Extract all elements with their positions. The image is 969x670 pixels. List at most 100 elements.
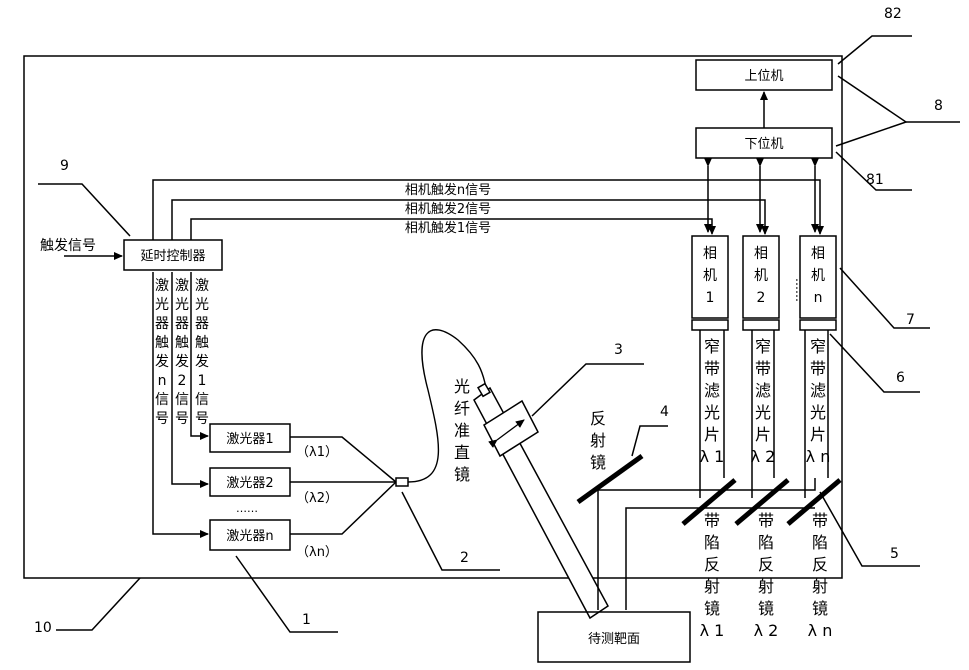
notch-2-text-lambda: λ 2: [754, 621, 779, 640]
laser-trigger-1-text-char: 发: [195, 354, 209, 370]
camera-dots: ……: [793, 278, 807, 302]
notch-1-text-char: 反: [704, 555, 720, 574]
reflector-mirror: [578, 456, 642, 502]
leader-7: [840, 268, 930, 328]
camera-1-text-char: 相: [703, 246, 717, 262]
ref-3: 3: [614, 342, 623, 358]
filter-n-text-char: 窄: [810, 337, 826, 356]
camera-trigger-n-label: 相机触发n信号: [405, 182, 491, 198]
laser-trigger-n-text-char: 号: [155, 411, 169, 427]
notch-n-text-char: 反: [812, 555, 828, 574]
filter-mount-n: [800, 320, 836, 330]
laser-trigger-1-text-char: 触: [195, 335, 209, 351]
collimator-text-char: 光: [454, 377, 470, 396]
filter-1-text-char: 窄: [704, 337, 720, 356]
ref-9: 9: [60, 158, 69, 174]
collimator-text-char: 直: [454, 443, 470, 462]
collimator-text-char: 准: [454, 421, 470, 440]
leader-2: [402, 492, 500, 570]
filter-1-text-char: 带: [704, 359, 720, 378]
wavelength-2-label: （λ2）: [296, 491, 338, 506]
wavelength-1-label: （λ1）: [296, 445, 338, 460]
camera-2-text-char: 相: [754, 246, 768, 262]
notch-2-text-char: 带: [758, 511, 774, 530]
notch-n-text-char: 镜: [812, 599, 828, 618]
laser-trigger-n-text-char: 光: [155, 297, 169, 313]
ref-6: 6: [896, 370, 905, 386]
filter-1-text-char: 滤: [704, 381, 720, 400]
filter-2-text-char: 片: [755, 425, 771, 444]
filter-2-text-lambda: λ 2: [751, 447, 776, 466]
notch-2-text-char: 镜: [758, 599, 774, 618]
wavelength-n-label: （λn）: [296, 545, 338, 560]
leader-6: [830, 334, 920, 392]
notch-2-text-char: 反: [758, 555, 774, 574]
ref-2: 2: [460, 550, 469, 566]
laser-trigger-2-text-char: 信: [175, 392, 189, 408]
ref-4: 4: [660, 404, 669, 420]
filter-2-text-char: 光: [755, 403, 771, 422]
delay-controller-label: 延时控制器: [140, 249, 205, 264]
leader-3: [532, 364, 644, 416]
laser-trigger-n-text-char: 发: [155, 354, 169, 370]
notch-2-text-char: 射: [758, 577, 774, 596]
trigger-signal-label: 触发信号: [40, 238, 96, 254]
camera-1-text-char: 1: [706, 290, 715, 306]
leader-10: [56, 578, 140, 630]
filter-n-text-char: 片: [810, 425, 826, 444]
notch-n-text-char: 陷: [812, 533, 828, 552]
notch-n-text-lambda: λ n: [808, 621, 833, 640]
notch-1-text-char: 带: [704, 511, 720, 530]
filter-n-text-char: 光: [810, 403, 826, 422]
notch-1-text-char: 陷: [704, 533, 720, 552]
mirror-text-char: 镜: [590, 453, 606, 472]
laser-trigger-2-text-char: 光: [175, 297, 189, 313]
target-surface-label: 待测靶面: [588, 632, 640, 647]
camera-trigger-2-label: 相机触发2信号: [405, 201, 491, 217]
collimator-text-char: 纤: [454, 399, 470, 418]
leader-9: [38, 184, 130, 236]
laser-trigger-1-text-char: 激: [195, 277, 209, 294]
camera-n-text-char: 相: [811, 246, 825, 262]
enclosure-frame: [24, 56, 842, 578]
leader-5: [820, 492, 920, 566]
notch-1-text-char: 镜: [704, 599, 720, 618]
camera-trigger-1-label: 相机触发1信号: [405, 220, 491, 236]
ref-10: 10: [34, 620, 52, 636]
laser-trigger-1-text-char: 1: [198, 373, 207, 389]
camera-2-text-char: 机: [754, 268, 768, 284]
lower-computer-label: 下位机: [744, 137, 783, 152]
notch-2-text-char: 陷: [758, 533, 774, 552]
filter-n-text-lambda: λ n: [806, 447, 831, 466]
filter-2-text-char: 滤: [755, 381, 771, 400]
laser-trigger-n-text-char: 器: [155, 316, 169, 332]
filter-mount-1: [692, 320, 728, 330]
filter-2-text-char: 带: [755, 359, 771, 378]
fiber-coupler: [396, 478, 408, 486]
leader-1: [236, 556, 338, 632]
filter-1-text-lambda: λ 1: [700, 447, 725, 466]
laser-trigger-1-text-char: 号: [195, 411, 209, 427]
notch-n-text-char: 射: [812, 577, 828, 596]
notch-1-text-lambda: λ 1: [700, 621, 725, 640]
fiber-from-lasern: [290, 482, 396, 534]
laser-1-label: 激光器1: [226, 432, 273, 447]
filter-n-text-char: 滤: [810, 381, 826, 400]
optical-fiber: [408, 330, 486, 482]
ref-7: 7: [906, 312, 915, 328]
ref-1: 1: [302, 612, 311, 628]
leader-8: [836, 76, 906, 146]
laser-trigger-2-text-char: 发: [175, 354, 189, 370]
laser-trigger-1-text-char: 器: [195, 316, 209, 332]
laser-trigger-2-text-char: 2: [178, 373, 187, 389]
notch-1-text-char: 射: [704, 577, 720, 596]
filter-1-text-char: 片: [704, 425, 720, 444]
laser-dots: ……: [236, 502, 258, 515]
laser-n-label: 激光器n: [226, 529, 273, 544]
camera-n-text-char: 机: [811, 268, 825, 284]
fiber-collimator: [474, 384, 608, 618]
laser-trigger-2-text-char: 激: [175, 277, 189, 294]
laser-trigger-1-text-char: 信: [195, 392, 209, 408]
filter-mount-2: [743, 320, 779, 330]
laser-trigger-n-text-char: 信: [155, 392, 169, 408]
